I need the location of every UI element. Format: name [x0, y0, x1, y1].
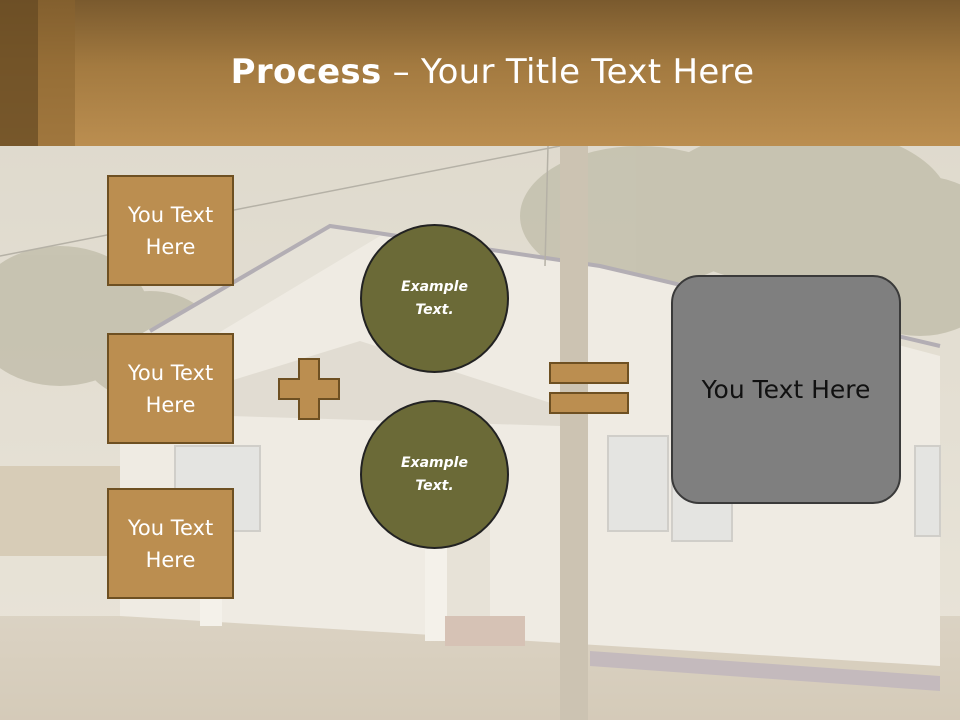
process-box-2: You Text Here	[107, 333, 234, 444]
process-box-1: You Text Here	[107, 175, 234, 286]
title-dash: –	[381, 52, 422, 92]
slide-title: Process – Your Title Text Here	[0, 52, 960, 92]
equals-icon	[549, 362, 629, 414]
example-circle-1: Example Text.	[360, 224, 509, 373]
header-stripe	[38, 0, 75, 146]
process-box-3: You Text Here	[107, 488, 234, 599]
slide-header: Process – Your Title Text Here	[0, 0, 960, 146]
result-box: You Text Here	[671, 275, 901, 504]
plus-icon	[278, 358, 340, 420]
title-rest: Your Title Text Here	[421, 52, 755, 92]
example-circle-2: Example Text.	[360, 400, 509, 549]
header-stripe	[0, 0, 38, 146]
title-bold: Process	[230, 52, 382, 92]
